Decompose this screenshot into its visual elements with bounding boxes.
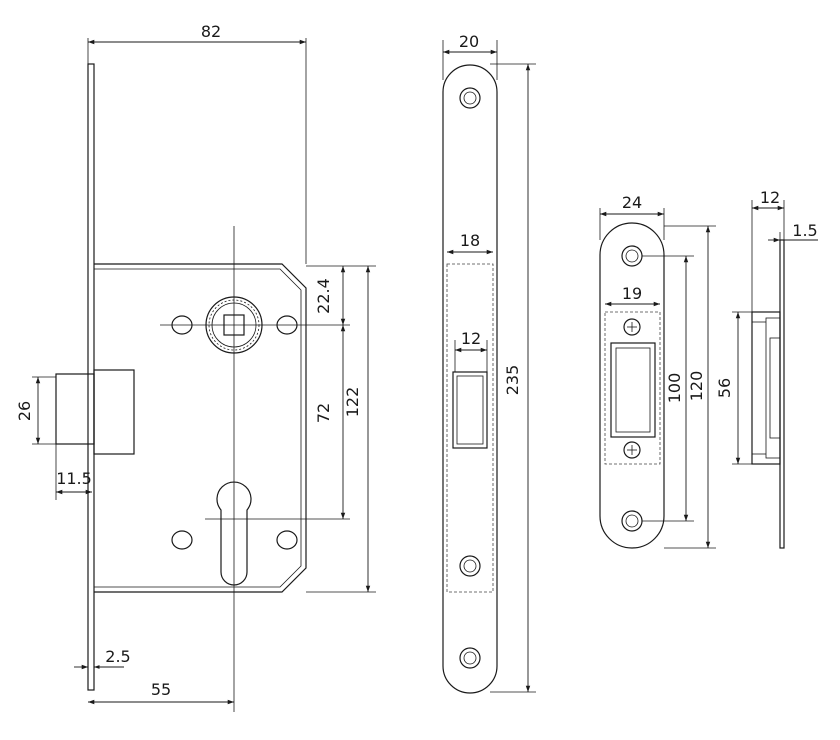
lock-faceplate: [87, 63, 95, 691]
dim-strike-height: 120: [687, 371, 706, 402]
dim-strike-depth: 12: [760, 188, 780, 207]
dim-faceplate-thickness: 2.5: [105, 647, 130, 666]
strike-screw-icon: [623, 441, 641, 459]
faceplate-screw-hole: [459, 555, 481, 577]
faceplate-screw-hole: [459, 87, 481, 109]
lock-case-outline: [94, 263, 307, 593]
dim-lock-height: 122: [343, 387, 362, 418]
mounting-hole: [276, 530, 298, 550]
strike-screw-hole: [621, 245, 643, 267]
faceplate-outline: [442, 64, 498, 694]
strike-plate-outline: [599, 222, 665, 549]
dim-strike-opening-width: 19: [622, 284, 642, 303]
dim-strike-thickness: 1.5: [792, 221, 817, 240]
lock-body-view: 82 22.4 72 122 26 11.5 2.5 55: [15, 22, 376, 712]
dim-spindle-to-cylinder: 72: [314, 403, 333, 423]
dim-spindle-offset: 22.4: [314, 278, 333, 314]
strike-opening: [610, 342, 656, 438]
faceplate-screw-hole: [459, 647, 481, 669]
dim-latch-projection: 11.5: [56, 469, 92, 488]
dim-strike-box-height: 56: [715, 378, 734, 398]
dim-faceplate-width: 20: [459, 32, 479, 51]
dim-faceplate-hole-width: 12: [461, 329, 481, 348]
cylinder-cutout: [216, 481, 252, 586]
faceplate-latch-opening: [452, 371, 488, 449]
dim-strike-hole-spacing: 100: [665, 373, 684, 404]
strike-plate-view: 24 19 100 120: [599, 193, 716, 549]
strike-screw-icon: [623, 318, 641, 336]
latch-housing: [93, 369, 135, 455]
faceplate-view: 20 18 12 235: [442, 32, 536, 694]
strike-screw-hole: [621, 510, 643, 532]
dim-latch-height: 26: [15, 401, 34, 421]
dim-faceplate-length: 235: [503, 365, 522, 396]
strike-side-view: 12 1.5 56: [715, 188, 818, 549]
dim-backset: 55: [151, 680, 171, 699]
dim-lock-width: 82: [201, 22, 221, 41]
dim-strike-width: 24: [622, 193, 642, 212]
dim-faceplate-slot-width: 18: [460, 231, 480, 250]
mounting-hole: [171, 530, 193, 550]
